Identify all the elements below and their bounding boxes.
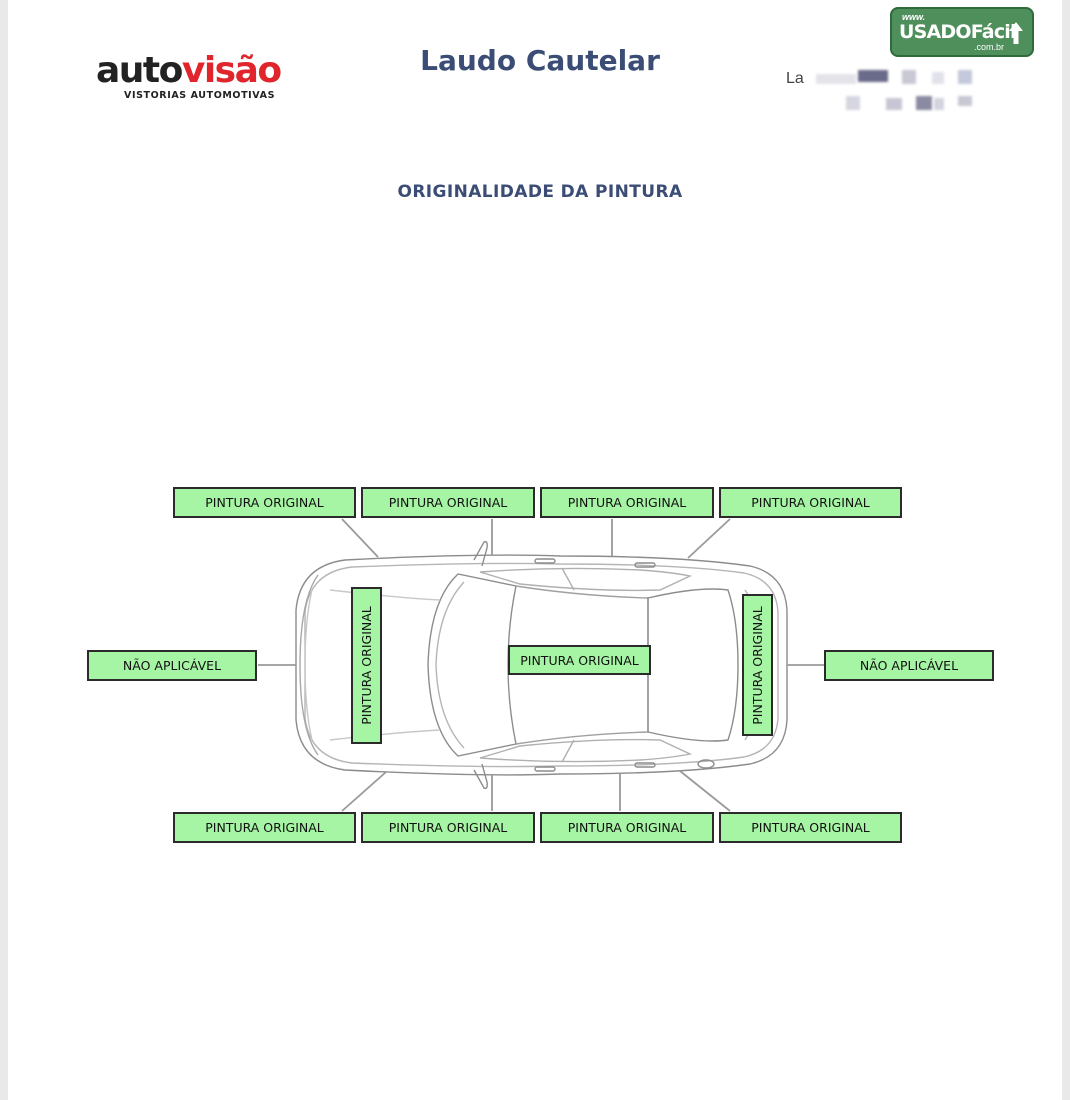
redacted-block <box>886 98 902 110</box>
panel-label-trunk: PINTURA ORIGINAL <box>742 594 773 736</box>
redacted-block <box>846 96 860 110</box>
panel-label-front: NÃO APLICÁVEL <box>87 650 257 681</box>
logo-word-auto: auto <box>96 50 183 91</box>
badge-name: USADOFácil <box>899 21 1017 43</box>
panel-label-bottom-1: PINTURA ORIGINAL <box>173 812 356 843</box>
panel-label-top-2: PINTURA ORIGINAL <box>361 487 535 518</box>
document-title: Laudo Cautelar <box>420 44 660 77</box>
panel-label-hood-text: PINTURA ORIGINAL <box>359 606 375 725</box>
panel-label-rear: NÃO APLICÁVEL <box>824 650 994 681</box>
redacted-block <box>958 96 972 106</box>
badge-www: www. <box>902 12 926 22</box>
redacted-block <box>816 74 856 84</box>
redacted-block <box>934 98 944 110</box>
usadofacil-badge: www. USADOFácil .com.br <box>890 7 1034 57</box>
panel-label-top-1: PINTURA ORIGINAL <box>173 487 356 518</box>
autovisao-logo: autovisão VISTORIAS AUTOMOTIVAS <box>96 52 306 102</box>
redacted-block <box>902 70 916 84</box>
redacted-block <box>932 72 944 84</box>
logo-word-visao: visão <box>181 50 282 91</box>
panel-label-top-3: PINTURA ORIGINAL <box>540 487 714 518</box>
panel-label-bottom-4: PINTURA ORIGINAL <box>719 812 902 843</box>
panel-label-bottom-2: PINTURA ORIGINAL <box>361 812 535 843</box>
document-page <box>8 0 1062 1100</box>
panel-label-hood: PINTURA ORIGINAL <box>351 587 382 744</box>
redacted-block <box>916 96 932 110</box>
redacted-report-info: La <box>786 68 996 118</box>
panel-label-bottom-3: PINTURA ORIGINAL <box>540 812 714 843</box>
logo-subtitle: VISTORIAS AUTOMOTIVAS <box>124 90 276 101</box>
redacted-block <box>858 70 888 82</box>
badge-domain: .com.br <box>973 42 1004 52</box>
redacted-block <box>958 70 972 84</box>
section-title: ORIGINALIDADE DA PINTURA <box>397 182 683 202</box>
logo-wordmark: autovisão <box>96 52 306 90</box>
report-info-prefix: La <box>786 70 804 87</box>
leader-lines <box>258 518 825 812</box>
up-arrow-icon <box>1009 22 1023 44</box>
panel-label-trunk-text: PINTURA ORIGINAL <box>750 605 766 725</box>
panel-label-top-4: PINTURA ORIGINAL <box>719 487 902 518</box>
panel-label-roof: PINTURA ORIGINAL <box>508 645 651 675</box>
